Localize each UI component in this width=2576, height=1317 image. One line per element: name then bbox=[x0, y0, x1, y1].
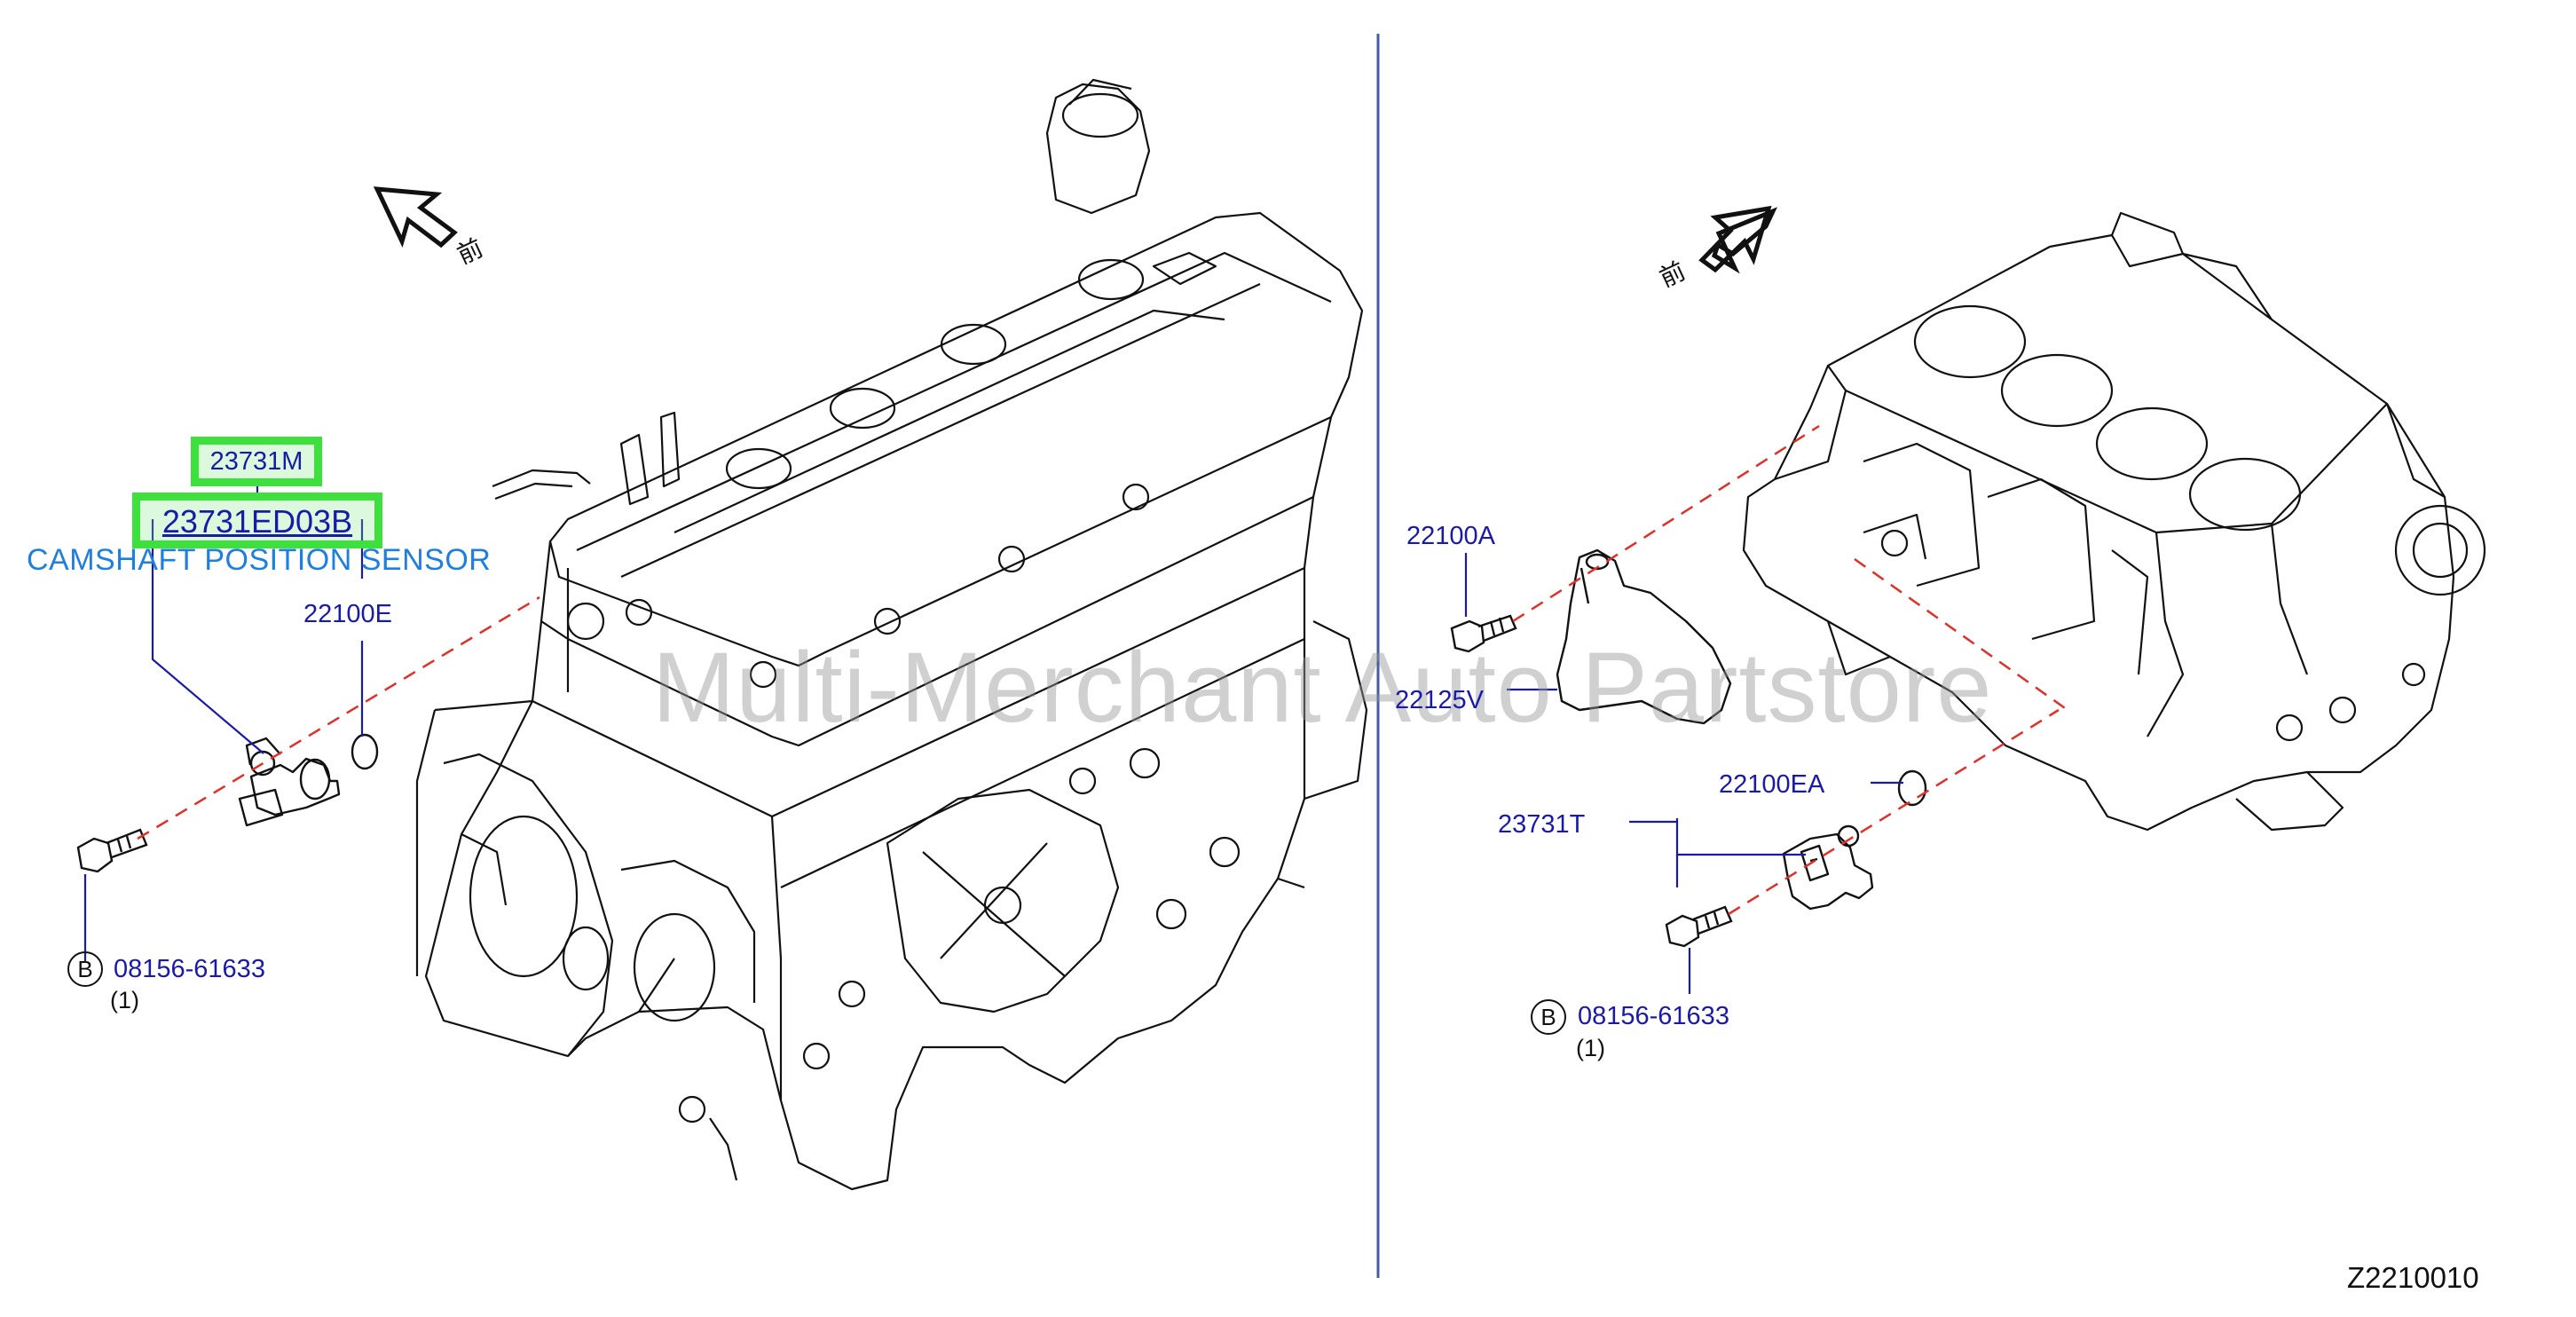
part-description: CAMSHAFT POSITION SENSOR bbox=[27, 543, 492, 577]
oring-drawing-left bbox=[351, 733, 379, 770]
bolt-drawing-right-top bbox=[1450, 614, 1517, 653]
oring-drawing-right bbox=[1897, 769, 1927, 807]
guide-line-left bbox=[137, 595, 540, 840]
bolt-drawing-left bbox=[76, 828, 148, 873]
cylinder-block-drawing bbox=[1742, 211, 2486, 832]
leader-lines-right bbox=[1464, 553, 1903, 994]
camshaft-sensor-drawing-right bbox=[1782, 824, 1874, 911]
oring-ref-right[interactable]: 22100EA bbox=[1719, 770, 1825, 799]
part-number-link[interactable]: 23731ED03B bbox=[161, 503, 353, 540]
oring-ref-left[interactable]: 22100E bbox=[303, 600, 392, 628]
front-arrow-left-icon bbox=[373, 186, 458, 248]
sensor-ref-right[interactable]: 23731T bbox=[1498, 810, 1586, 839]
bolt-qty-right: (1) bbox=[1576, 1035, 1605, 1061]
watermark: Multi-Merchant Auto Partstore bbox=[652, 632, 1993, 743]
part-ref-23731m[interactable]: 23731M bbox=[209, 447, 303, 476]
bolt-ref-right[interactable]: 08156-61633 bbox=[1578, 1002, 1729, 1030]
part-ref-highlight[interactable]: 23731M bbox=[191, 437, 322, 486]
diagram-code: Z2210010 bbox=[2347, 1261, 2479, 1294]
bolt-drawing-right-bottom bbox=[1665, 905, 1733, 948]
engine-assembly-drawing bbox=[415, 78, 1368, 1191]
guide-line-right-top bbox=[1512, 424, 1820, 623]
bolt-ref-right-top[interactable]: 22100A bbox=[1406, 522, 1495, 550]
camshaft-sensor-drawing-left bbox=[238, 737, 341, 827]
bolt-callout-circle-left: B bbox=[67, 951, 103, 987]
bracket-ref[interactable]: 22125V bbox=[1395, 686, 1484, 714]
guide-line-right-bottom bbox=[1728, 708, 2060, 916]
bolt-ref-left[interactable]: 08156-61633 bbox=[114, 955, 265, 983]
front-arrow-right-icon bbox=[1698, 205, 1777, 274]
part-number-highlight[interactable]: 23731ED03B bbox=[132, 493, 382, 548]
bolt-qty-left: (1) bbox=[110, 987, 139, 1013]
bolt-callout-circle-right: B bbox=[1531, 999, 1566, 1035]
